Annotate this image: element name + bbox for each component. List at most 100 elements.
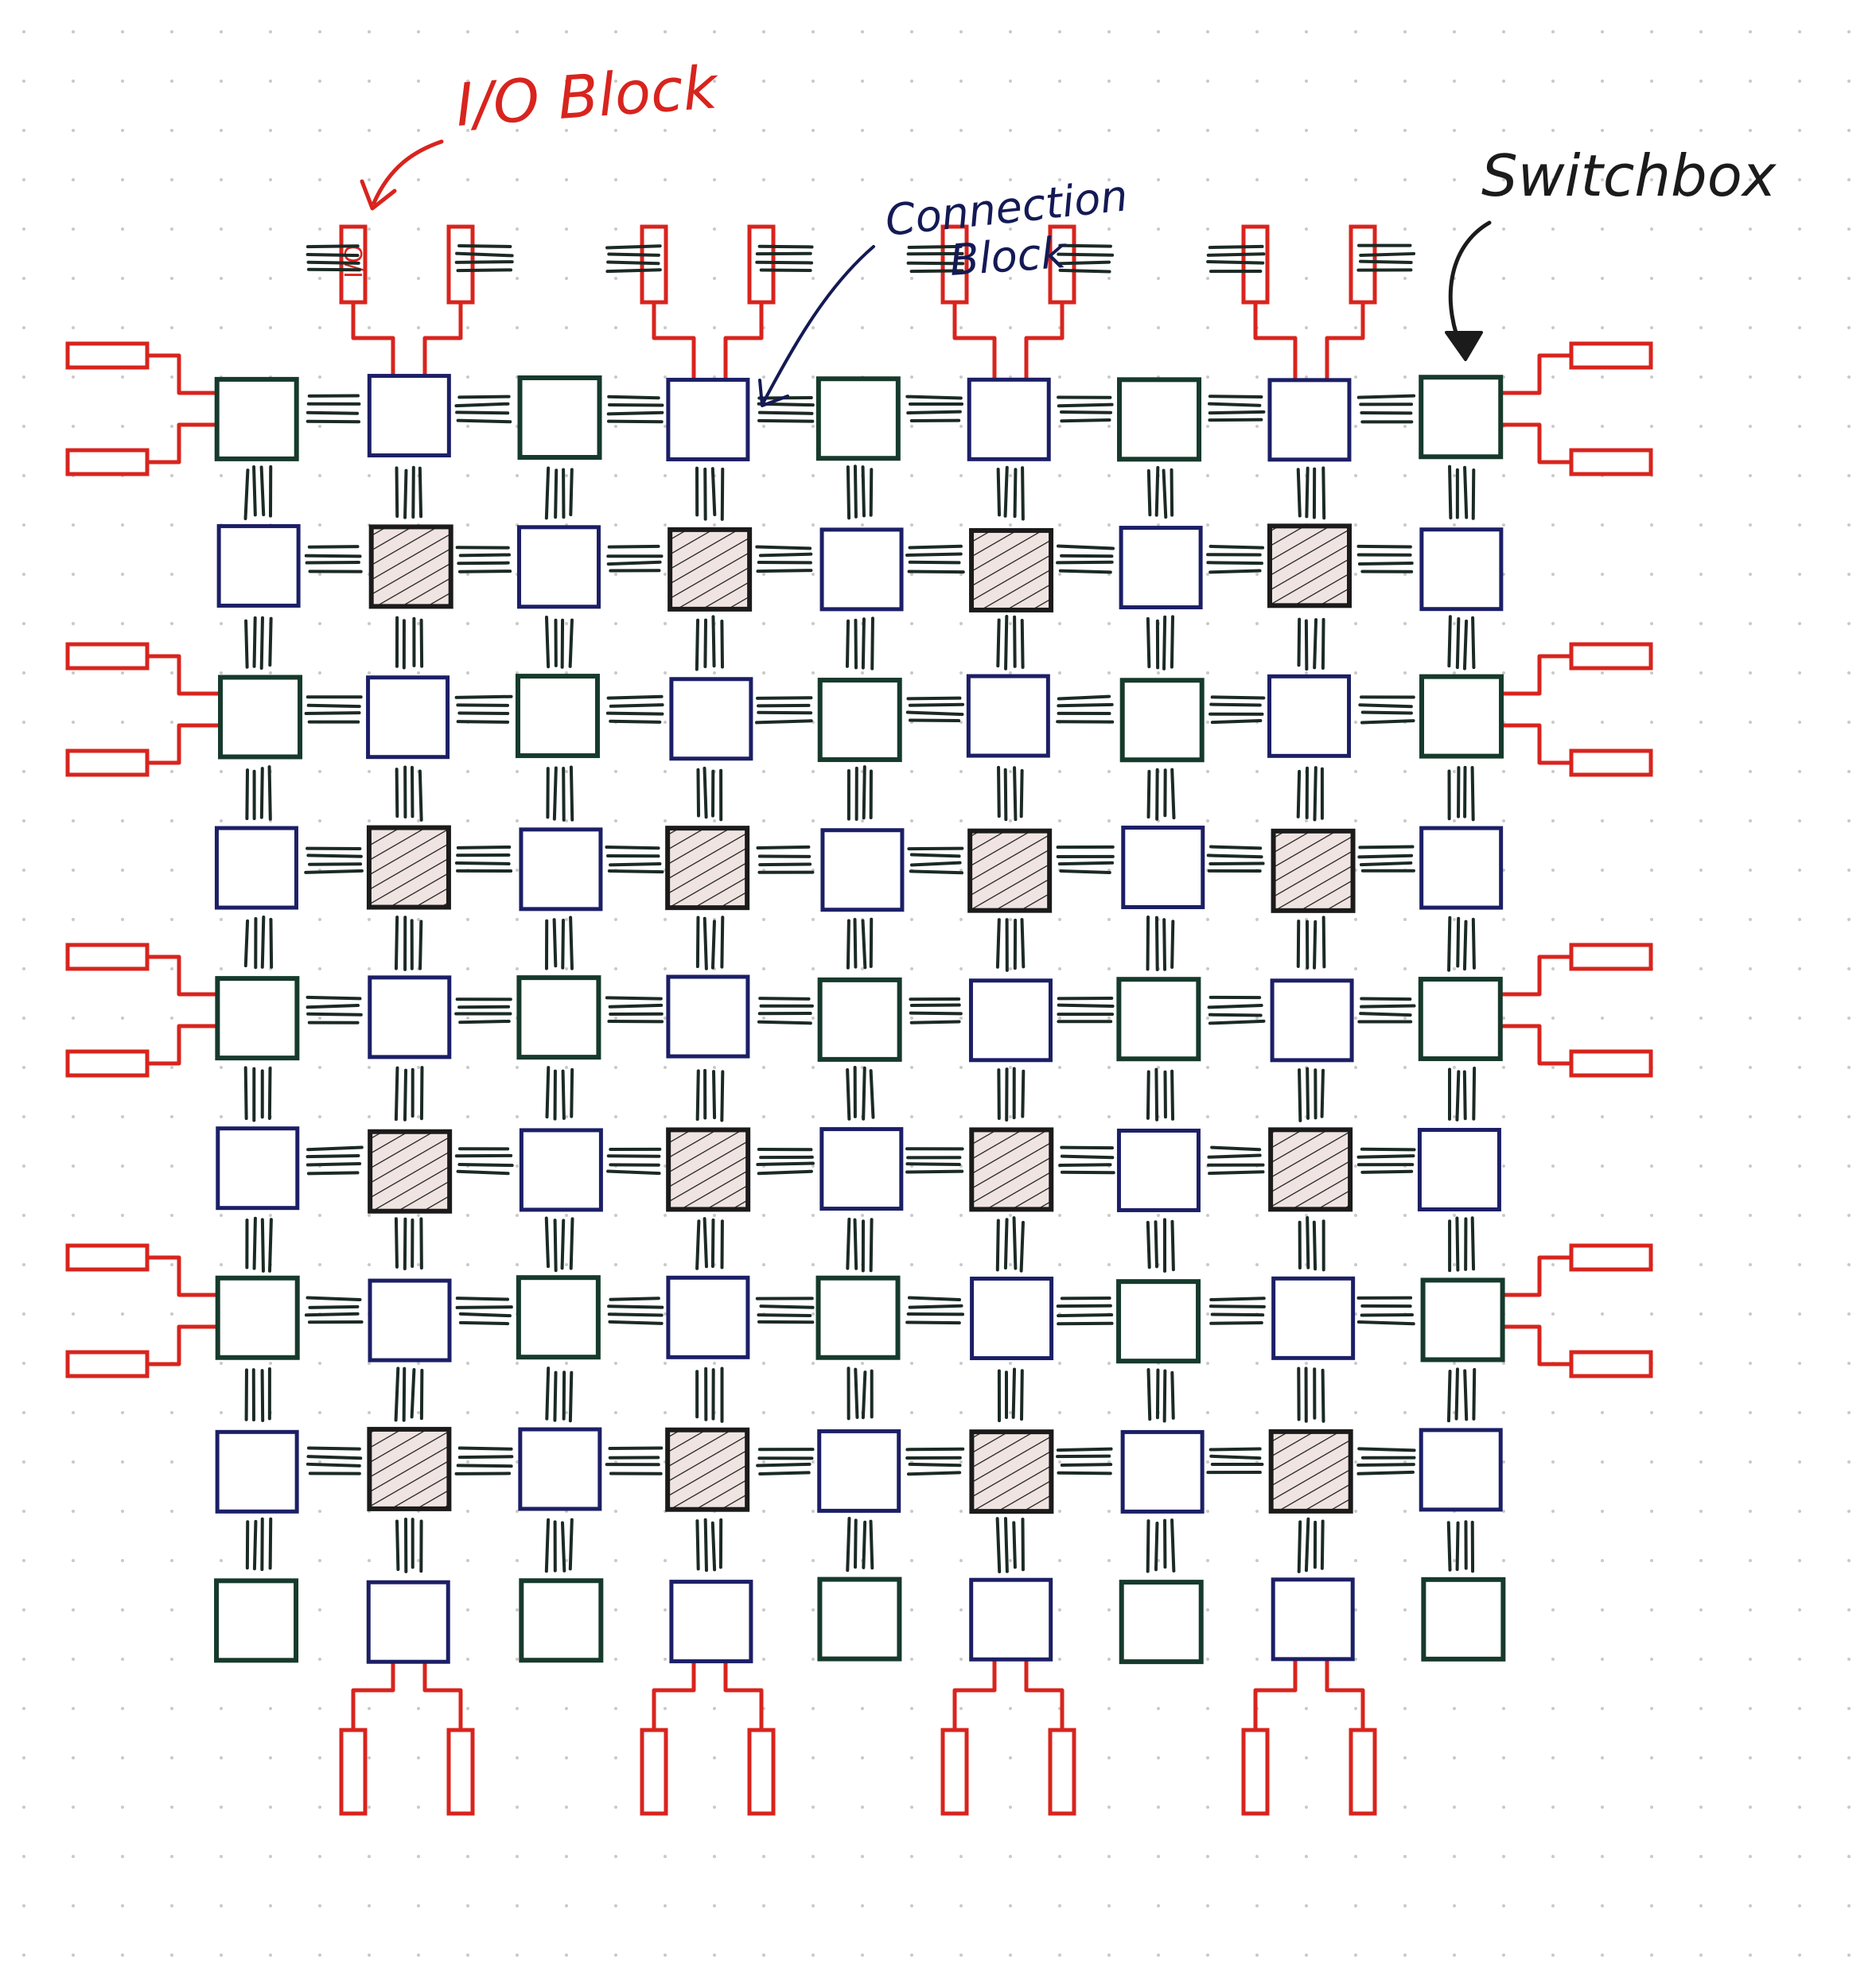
grid-dot: [1058, 918, 1061, 921]
grid-dot: [170, 1510, 173, 1513]
io-pad-connection: [1499, 1324, 1574, 1367]
vertical-wire: [695, 1219, 701, 1270]
grid-dot: [1206, 721, 1209, 724]
grid-dot: [1798, 1066, 1801, 1069]
grid-dot: [959, 1855, 963, 1858]
horizontal-wire: [605, 996, 663, 1001]
grid-dot: [1847, 622, 1851, 625]
horizontal-wire: [1360, 719, 1415, 725]
grid-dot: [269, 30, 272, 33]
vertical-wire: [544, 1216, 551, 1269]
horizontal-wire: [607, 402, 664, 407]
grid-dot: [1650, 1214, 1653, 1217]
grid-dot: [1354, 326, 1357, 329]
grid-dot: [417, 819, 420, 822]
grid-dot: [1847, 523, 1851, 527]
grid-dot: [1255, 622, 1259, 625]
grid-dot: [417, 1855, 420, 1858]
grid-dot: [1847, 1806, 1851, 1809]
horizontal-wire: [905, 552, 963, 557]
horizontal-wire: [1057, 702, 1114, 708]
grid-dot: [516, 227, 519, 231]
grid-dot: [466, 918, 469, 921]
grid-dot: [1798, 770, 1801, 773]
grid-dot: [516, 1559, 519, 1562]
grid-dot: [368, 1806, 371, 1809]
grid-dot: [170, 1263, 173, 1266]
vertical-wire: [996, 468, 1002, 517]
grid-dot: [861, 227, 864, 231]
vertical-wire: [1170, 919, 1175, 969]
grid-dot: [1107, 1263, 1111, 1266]
horizontal-wire: [306, 1462, 361, 1468]
grid-dot: [762, 1362, 765, 1365]
grid-dot: [1206, 1460, 1209, 1464]
grid-dot: [1107, 1707, 1111, 1710]
grid-dot: [812, 1658, 815, 1661]
grid-dot: [1650, 622, 1653, 625]
vertical-wire: [1020, 618, 1025, 669]
grid-dot: [1749, 474, 1752, 477]
grid-dot: [1551, 1559, 1555, 1562]
grid-dot: [959, 1411, 963, 1414]
grid-dot: [72, 1017, 75, 1020]
grid-dot: [417, 671, 420, 675]
callout-layer: I/O Block Connection Block Switchbox: [360, 53, 1777, 407]
grid-dot: [614, 1904, 617, 1907]
grid-dot: [220, 1411, 223, 1414]
grid-dot: [959, 967, 963, 970]
switchbox: [815, 1275, 901, 1360]
logic-block: [665, 1427, 750, 1512]
grid-dot: [812, 178, 815, 181]
horizontal-wire: [1060, 1463, 1113, 1468]
horizontal-wire: [1060, 1154, 1115, 1160]
grid-dot: [1847, 129, 1851, 132]
vertical-wire: [869, 1069, 875, 1119]
grid-dot: [1699, 967, 1703, 970]
vertical-wire: [410, 765, 415, 818]
grid-dot: [664, 918, 667, 921]
grid-dot: [1157, 129, 1160, 132]
grid-dot: [1403, 425, 1407, 428]
grid-dot: [713, 1954, 716, 1957]
grid-dot: [762, 671, 765, 675]
horizontal-wire: [909, 861, 962, 867]
horizontal-wire: [605, 711, 664, 716]
vertical-wire: [854, 1367, 859, 1419]
horizontal-wire: [307, 545, 360, 549]
grid-dot: [1699, 129, 1703, 132]
vertical-wire: [1154, 1220, 1158, 1269]
grid-dot: [170, 277, 173, 280]
grid-dot: [1206, 30, 1209, 33]
vertical-wire: [1012, 1216, 1018, 1270]
grid-dot: [1502, 30, 1505, 33]
io-pad-connection: [1325, 300, 1365, 380]
grid-dot: [1403, 1855, 1407, 1858]
horizontal-wire: [757, 418, 815, 423]
horizontal-wire: [1208, 395, 1263, 399]
grid-dot: [1206, 1707, 1209, 1710]
grid-dot: [220, 1806, 223, 1809]
grid-dot: [1551, 1017, 1555, 1020]
grid-dot: [1699, 819, 1703, 822]
switchbox: [1421, 1577, 1506, 1662]
grid-dot: [1551, 1954, 1555, 1957]
horizontal-wire: [606, 1154, 661, 1158]
grid-dot: [72, 819, 75, 822]
grid-dot: [910, 1066, 913, 1069]
grid-dot: [1749, 375, 1752, 379]
grid-dot: [1009, 1263, 1012, 1266]
grid-dot: [1847, 1608, 1851, 1611]
grid-dot: [220, 1263, 223, 1266]
grid-dot: [170, 573, 173, 576]
grid-dot: [1305, 30, 1308, 33]
grid-dot: [1107, 1017, 1111, 1020]
grid-dot: [318, 1559, 321, 1562]
io-pad: [640, 1728, 668, 1816]
grid-dot: [170, 869, 173, 872]
io-pad-connection: [652, 300, 696, 380]
grid-dot: [22, 1608, 25, 1611]
grid-dot: [72, 227, 75, 231]
vertical-wire: [1462, 919, 1468, 971]
grid-dot: [812, 227, 815, 231]
